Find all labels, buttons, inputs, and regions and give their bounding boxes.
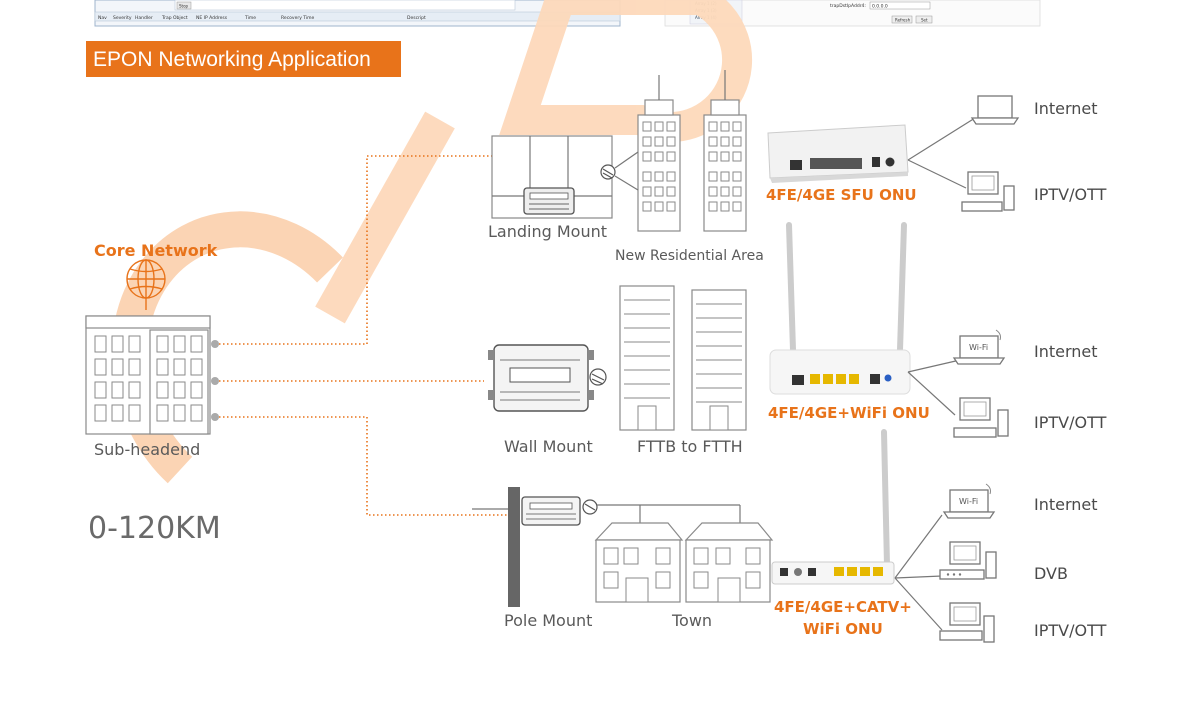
col-descript: Descript <box>407 15 426 21</box>
splitter-icon <box>600 151 639 191</box>
wifi-laptop-icon: Wi-Fi <box>942 483 996 519</box>
refresh-button: Refresh <box>895 18 911 23</box>
pole-mount-label: Pole Mount <box>504 611 592 630</box>
desktop-computer-icon <box>961 171 1015 212</box>
town-houses <box>594 522 774 603</box>
col-handler: Handler <box>135 15 153 21</box>
optical-node-icon <box>523 187 575 215</box>
fttb-label: FTTB to FTTH <box>637 437 743 456</box>
col-nav: Nav <box>98 15 107 21</box>
desktop-computer-icon <box>953 397 1009 438</box>
distance-label: 0-120KM <box>88 511 221 546</box>
top-left-screenshot: Nav Severity Handler Trap Object NE IP A… <box>94 0 621 27</box>
wifi-laptop-icon: Wi-Fi <box>952 329 1006 365</box>
laptop-icon <box>970 95 1020 125</box>
wifi-onu-device <box>769 222 911 395</box>
residential-area-label: New Residential Area <box>615 248 764 264</box>
catv-onu-label-line1: 4FE/4GE+CATV+ <box>774 598 912 616</box>
residential-buildings <box>637 70 747 232</box>
col-trap-object: Trap Object <box>161 15 188 21</box>
wifi-onu-label: 4FE/4GE+WiFi ONU <box>768 404 930 422</box>
service-internet: Internet <box>1034 99 1098 118</box>
set-button: Set <box>921 18 928 23</box>
title-banner <box>86 41 401 77</box>
sub-headend-building <box>85 315 219 435</box>
service-internet: Internet <box>1034 495 1098 514</box>
core-network-label: Core Network <box>94 241 218 260</box>
globe-icon <box>126 259 166 310</box>
sub-headend-label: Sub-headend <box>94 440 200 459</box>
desktop-computer-icon <box>939 602 995 643</box>
catv-onu-device <box>771 429 895 585</box>
sfu-onu-label: 4FE/4GE SFU ONU <box>766 186 917 204</box>
wall-mount-label: Wall Mount <box>504 437 593 456</box>
catv-onu-label-line2: WiFi ONU <box>803 620 883 638</box>
service-internet: Internet <box>1034 342 1098 361</box>
col-ne-ip: NE IP Address <box>196 15 228 21</box>
col-severity: Severity <box>113 15 132 21</box>
tv-set-top-box-icon <box>939 541 997 580</box>
wifi-screen-text: Wi-Fi <box>969 343 988 352</box>
col-recovery-time: Recovery Time <box>281 15 315 21</box>
col-time: Time <box>244 15 256 21</box>
service-dvb: DVB <box>1034 564 1068 583</box>
stop-button: Stop <box>179 4 189 9</box>
wall-mount-node-icon <box>488 344 594 412</box>
service-iptv: IPTV/OTT <box>1034 413 1107 432</box>
trap-field-value: 0.0.0.0 <box>872 4 888 10</box>
splitter-icon <box>589 368 607 386</box>
banner-title: EPON Networking Application <box>93 48 371 71</box>
town-label: Town <box>671 611 712 630</box>
wifi-screen-text: Wi-Fi <box>959 497 978 506</box>
service-iptv: IPTV/OTT <box>1034 185 1107 204</box>
landing-mount-label: Landing Mount <box>488 222 607 241</box>
fibre-links <box>219 155 510 516</box>
sfu-onu-device <box>767 124 909 183</box>
service-iptv: IPTV/OTT <box>1034 621 1107 640</box>
fttb-buildings <box>619 285 747 431</box>
service-links <box>894 117 976 631</box>
pole-mount-node-icon <box>521 496 741 526</box>
pole <box>472 487 520 607</box>
trap-field-label: trapDstIpAddr4: <box>830 3 866 9</box>
